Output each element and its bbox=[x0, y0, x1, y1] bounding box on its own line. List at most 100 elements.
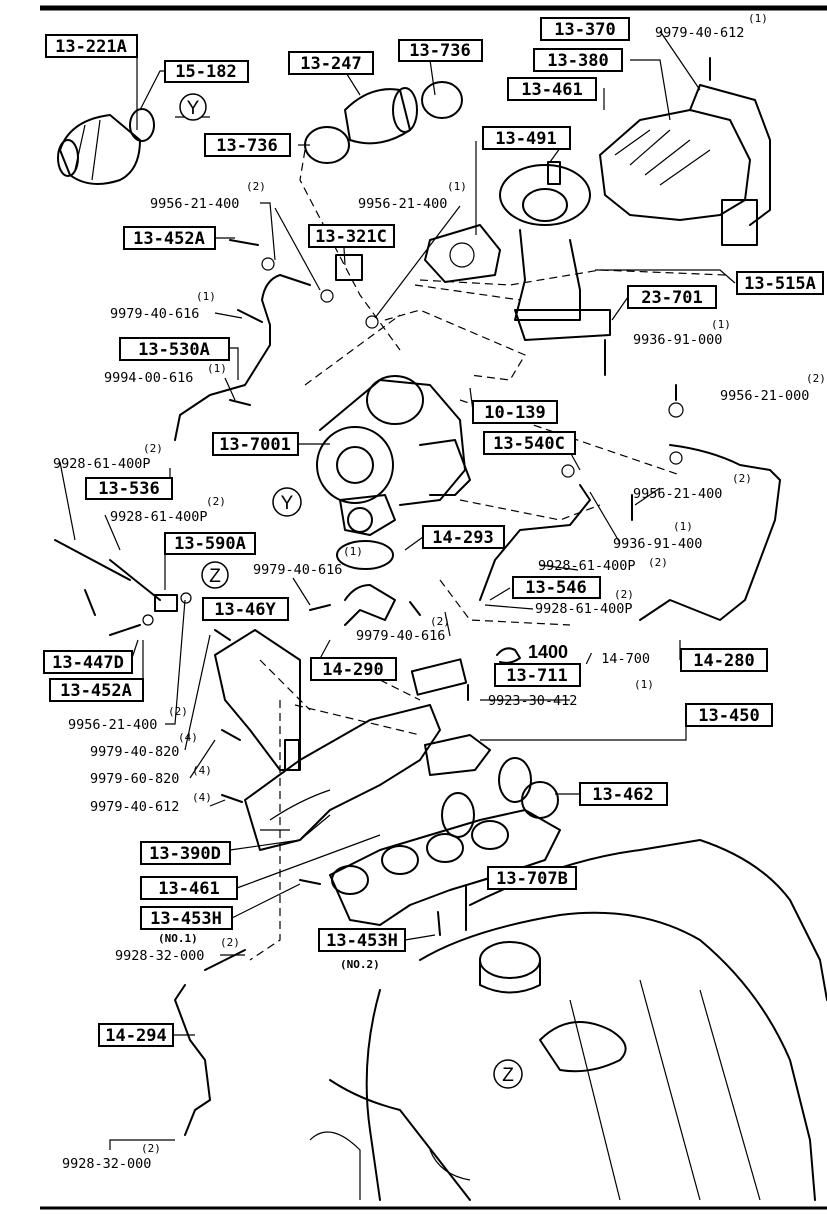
qty-9979-40-612-top: (1) bbox=[748, 12, 768, 25]
callout-z-mid: Z bbox=[201, 561, 229, 589]
part-box-13-736-left[interactable]: 13-736 bbox=[204, 133, 291, 157]
part-label-13-546: 13-546 bbox=[525, 578, 586, 598]
qty-9923-30-412: (1) bbox=[634, 678, 654, 691]
hw-9956-21-400-b: 9956-21-400 bbox=[358, 196, 447, 212]
part-box-13-447D[interactable]: 13-447D bbox=[43, 650, 133, 674]
part-box-13-452A-top[interactable]: 13-452A bbox=[123, 226, 216, 250]
part-box-13-515A[interactable]: 13-515A bbox=[736, 271, 824, 295]
part-box-14-280[interactable]: 14-280 bbox=[680, 648, 768, 672]
part-label-13-390D: 13-390D bbox=[149, 844, 221, 864]
part-label-13-590A: 13-590A bbox=[174, 534, 246, 554]
part-label-13-7001: 13-7001 bbox=[219, 435, 291, 455]
hw-9928-61-400P-b: 9928-61-400P bbox=[110, 509, 208, 525]
part-box-14-294[interactable]: 14-294 bbox=[98, 1023, 174, 1047]
hw-9928-61-400P-d: 9928-61-400P bbox=[535, 601, 633, 617]
part-box-13-221A[interactable]: 13-221A bbox=[45, 34, 138, 58]
callout-y-top: Y bbox=[179, 93, 207, 121]
part-label-14-294: 14-294 bbox=[105, 1026, 166, 1046]
part-box-13-370[interactable]: 13-370 bbox=[540, 17, 630, 41]
qty-9979-40-616-c: (2) bbox=[430, 615, 450, 628]
hw-9979-40-612-b: 9979-40-612 bbox=[90, 799, 179, 815]
hw-9979-40-616-c: 9979-40-616 bbox=[356, 628, 445, 644]
callout-z-bottom-letter: Z bbox=[502, 1065, 514, 1086]
part-box-13-452A-left[interactable]: 13-452A bbox=[49, 678, 144, 702]
turbo-outlet-elbow-13-491 bbox=[499, 161, 611, 341]
part-label-13-536: 13-536 bbox=[98, 479, 159, 499]
part-label-13-247: 13-247 bbox=[300, 54, 361, 74]
intake-hose-13-221A bbox=[57, 108, 155, 185]
part-box-13-530A[interactable]: 13-530A bbox=[119, 337, 230, 361]
hw-9923-30-412: 9923-30-412 bbox=[488, 693, 577, 709]
part-label-13-453H-left: 13-453H bbox=[150, 909, 222, 929]
hw-9956-21-400-c: 9956-21-400 bbox=[633, 486, 722, 502]
part-box-13-450[interactable]: 13-450 bbox=[685, 703, 773, 727]
hw-9928-61-400P-c: 9928-61-400P bbox=[538, 558, 636, 574]
part-box-13-46Y[interactable]: 13-46Y bbox=[202, 597, 289, 621]
part-box-13-491[interactable]: 13-491 bbox=[482, 126, 571, 150]
hw-9936-91-000: 9936-91-000 bbox=[633, 332, 722, 348]
part-box-13-540C[interactable]: 13-540C bbox=[483, 431, 576, 455]
qty-9956-21-400-a: (2) bbox=[246, 180, 266, 193]
part-box-13-453H-left[interactable]: 13-453H bbox=[140, 906, 233, 930]
part-label-13-540C: 13-540C bbox=[493, 434, 565, 454]
part-box-13-736-top[interactable]: 13-736 bbox=[398, 39, 483, 62]
part-box-13-707B[interactable]: 13-707B bbox=[487, 866, 577, 890]
note-no1: (NO.1) bbox=[158, 932, 198, 945]
air-hose-13-247 bbox=[304, 81, 463, 164]
part-label-13-46Y: 13-46Y bbox=[214, 600, 276, 620]
part-box-14-293[interactable]: 14-293 bbox=[422, 525, 505, 549]
part-box-13-380[interactable]: 13-380 bbox=[533, 48, 623, 72]
qty-9979-40-820: (4) bbox=[178, 731, 198, 744]
part-box-14-290[interactable]: 14-290 bbox=[310, 657, 397, 681]
part-box-13-390D[interactable]: 13-390D bbox=[140, 841, 231, 865]
part-box-23-701[interactable]: 23-701 bbox=[627, 285, 717, 309]
part-box-13-453H-right[interactable]: 13-453H bbox=[318, 928, 406, 952]
heat-insulator-13-46Y bbox=[214, 629, 301, 771]
part-box-13-546[interactable]: 13-546 bbox=[512, 576, 601, 599]
part-label-13-380: 13-380 bbox=[547, 51, 608, 71]
heat-insulator-13-390D bbox=[244, 704, 441, 851]
part-box-13-462[interactable]: 13-462 bbox=[579, 782, 668, 806]
hw-9979-60-820: 9979-60-820 bbox=[90, 771, 179, 787]
part-label-13-447D: 13-447D bbox=[52, 653, 124, 673]
part-box-13-461-top[interactable]: 13-461 bbox=[507, 77, 597, 101]
part-label-13-707B: 13-707B bbox=[496, 869, 568, 889]
part-label-13-461-bottom: 13-461 bbox=[158, 879, 219, 899]
qty-9979-40-612-b: (4) bbox=[192, 791, 212, 804]
part-box-13-321C[interactable]: 13-321C bbox=[308, 224, 395, 248]
part-box-13-711[interactable]: 13-711 bbox=[494, 663, 581, 687]
part-label-13-370: 13-370 bbox=[554, 20, 615, 40]
part-box-13-461-bottom[interactable]: 13-461 bbox=[140, 876, 238, 900]
part-box-15-182[interactable]: 15-182 bbox=[164, 60, 249, 83]
oil-and-water-pipes bbox=[174, 274, 781, 1136]
qty-9928-32-000-a: (2) bbox=[220, 936, 240, 949]
hw-9994-00-616: 9994-00-616 bbox=[104, 370, 193, 386]
qty-9936-91-000: (1) bbox=[711, 318, 731, 331]
hw-14-700: / 14-700 bbox=[585, 651, 650, 667]
qty-9956-21-400-c: (2) bbox=[732, 472, 752, 485]
part-box-13-590A[interactable]: 13-590A bbox=[164, 532, 256, 555]
hw-9928-32-000-b: 9928-32-000 bbox=[62, 1156, 151, 1172]
qty-14-293: (1) bbox=[343, 545, 363, 558]
hw-9936-91-400: 9936-91-400 bbox=[613, 536, 702, 552]
part-box-13-7001[interactable]: 13-7001 bbox=[212, 432, 299, 456]
part-label-13-491: 13-491 bbox=[495, 129, 556, 149]
callout-y-mid: Y bbox=[272, 487, 302, 517]
part-label-23-701: 23-701 bbox=[641, 288, 702, 308]
qty-9979-60-820: (4) bbox=[192, 764, 212, 777]
part-box-13-536[interactable]: 13-536 bbox=[85, 477, 173, 500]
part-label-13-321C: 13-321C bbox=[315, 227, 387, 247]
qty-9928-61-400P-d: (2) bbox=[614, 588, 634, 601]
bolts-and-washers bbox=[54, 57, 711, 936]
qty-9936-91-400: (1) bbox=[673, 520, 693, 533]
arrow-1400-icon bbox=[496, 647, 521, 664]
part-label-15-182: 15-182 bbox=[175, 62, 236, 82]
note-no2: (NO.2) bbox=[340, 958, 380, 971]
qty-9956-21-400-d: (2) bbox=[168, 705, 188, 718]
callout-y-mid-letter: Y bbox=[281, 493, 294, 514]
part-box-10-139[interactable]: 10-139 bbox=[472, 400, 558, 424]
part-box-13-247[interactable]: 13-247 bbox=[288, 51, 374, 75]
part-label-14-293: 14-293 bbox=[432, 528, 493, 548]
part-label-13-530A: 13-530A bbox=[138, 340, 210, 360]
hw-9979-40-616-a: 9979-40-616 bbox=[110, 306, 199, 322]
